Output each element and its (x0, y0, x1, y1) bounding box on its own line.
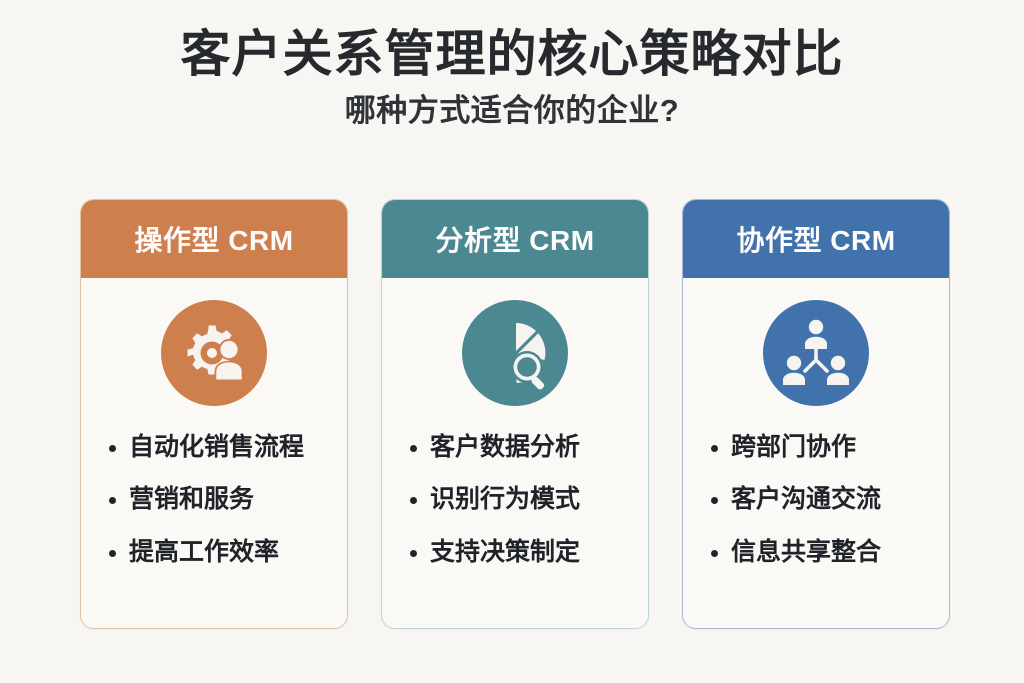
bullet-text: 客户沟通交流 (731, 485, 882, 514)
card-body-analytical: 客户数据分析 识别行为模式 支持决策制定 (382, 278, 648, 628)
bullet-text: 客户数据分析 (430, 433, 581, 461)
bullet-dot-icon (711, 549, 718, 557)
card-operational-crm[interactable]: 操作型 CRM (80, 199, 348, 629)
list-item: 识别行为模式 (388, 485, 648, 514)
list-item: 跨部门协作 (689, 434, 949, 460)
list-item: 自动化销售流程 (87, 434, 347, 460)
bullet-dot-icon (109, 497, 116, 505)
gear-user-icon (161, 300, 267, 406)
card-header-collaborative: 协作型 CRM (683, 200, 949, 278)
list-item: 营销和服务 (87, 485, 347, 514)
page-title: 客户关系管理的核心策略对比 (180, 26, 844, 82)
list-item: 信息共享整合 (689, 537, 949, 566)
list-item: 提高工作效率 (87, 537, 347, 566)
bullet-dot-icon (410, 497, 417, 505)
card-header-analytical: 分析型 CRM (382, 200, 648, 278)
card-title-collaborative: 协作型 CRM (736, 225, 896, 256)
card-title-operational: 操作型 CRM (134, 225, 294, 256)
bullet-text: 自动化销售流程 (129, 433, 305, 461)
pie-chart-magnifier-icon (462, 300, 568, 406)
card-analytical-crm[interactable]: 分析型 CRM (381, 199, 649, 629)
card-title-analytical: 分析型 CRM (435, 225, 595, 256)
card-body-operational: 自动化销售流程 营销和服务 提高工作效率 (81, 278, 347, 628)
bullet-text: 支持决策制定 (430, 537, 581, 566)
list-item: 客户数据分析 (388, 434, 648, 460)
bullet-list-analytical: 客户数据分析 识别行为模式 支持决策制定 (382, 434, 648, 591)
bullet-dot-icon (410, 445, 417, 452)
bullet-list-operational: 自动化销售流程 营销和服务 提高工作效率 (81, 434, 347, 591)
card-header-operational: 操作型 CRM (81, 200, 347, 278)
list-item: 支持决策制定 (388, 537, 648, 566)
team-network-icon (763, 300, 869, 406)
bullet-dot-icon (109, 549, 116, 557)
bullet-dot-icon (711, 445, 718, 452)
bullet-text: 营销和服务 (129, 485, 255, 514)
bullet-text: 识别行为模式 (430, 485, 581, 514)
comparison-cards: 操作型 CRM (80, 199, 950, 629)
bullet-text: 信息共享整合 (731, 537, 882, 566)
card-body-collaborative: 跨部门协作 客户沟通交流 信息共享整合 (683, 278, 949, 628)
list-item: 客户沟通交流 (689, 485, 949, 514)
page-subtitle: 哪种方式适合你的企业? (344, 93, 680, 128)
card-collaborative-crm[interactable]: 协作型 CRM (682, 199, 950, 629)
bullet-dot-icon (109, 445, 116, 452)
bullet-dot-icon (410, 549, 417, 557)
bullet-text: 跨部门协作 (731, 433, 857, 461)
bullet-dot-icon (711, 497, 718, 505)
bullet-text: 提高工作效率 (129, 537, 280, 566)
bullet-list-collaborative: 跨部门协作 客户沟通交流 信息共享整合 (683, 434, 949, 591)
page-header: 客户关系管理的核心策略对比 哪种方式适合你的企业? (0, 0, 1024, 129)
